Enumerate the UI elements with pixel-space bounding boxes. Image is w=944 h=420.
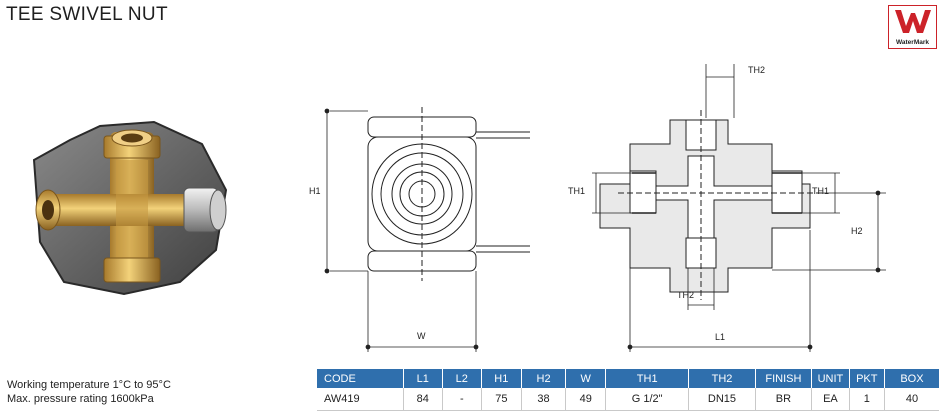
watermark-w-icon	[895, 10, 931, 33]
table-cell: 38	[521, 388, 567, 411]
table-cell: DN15	[688, 388, 756, 411]
table-cell: AW419	[317, 388, 405, 411]
column-header: FINISH	[755, 369, 813, 388]
pressure-note: Max. pressure rating 1600kPa	[7, 393, 154, 405]
column-header: H2	[521, 369, 567, 388]
column-header: TH2	[688, 369, 756, 388]
th1-right-label: TH1	[812, 186, 829, 196]
l1-label: L1	[715, 332, 725, 342]
front-view	[367, 107, 530, 281]
table-row: AW419 84 - 75 38 49 G 1/2" DN15 BR EA 1 …	[317, 388, 939, 411]
th2-bottom-dimension	[687, 268, 715, 310]
table-cell: 75	[481, 388, 522, 411]
th2-top-dimension	[705, 64, 735, 118]
column-header: BOX	[884, 369, 939, 388]
w-label: W	[417, 331, 426, 341]
column-header: W	[565, 369, 606, 388]
h2-label: H2	[851, 226, 863, 236]
technical-drawing: H1 W TH2 TH1 TH1 H2 TH2	[309, 64, 886, 352]
table-header-row: CODE L1 L2 H1 H2 W TH1 TH2 FINISH UNIT P…	[317, 369, 939, 388]
column-header: CODE	[317, 369, 405, 388]
watermark-label: WaterMark	[896, 39, 929, 46]
table-cell: 1	[849, 388, 885, 411]
table-cell: BR	[755, 388, 813, 411]
product-photo	[32, 120, 228, 296]
watermark-logo: WaterMark	[888, 5, 937, 49]
notes: Working temperature 1°C to 95°C Max. pre…	[7, 378, 171, 406]
h2-dimension	[772, 190, 886, 273]
table-cell: EA	[811, 388, 850, 411]
column-header: TH1	[605, 369, 690, 388]
h1-dimension	[324, 108, 368, 274]
th1-left-label: TH1	[568, 186, 585, 196]
page-title: TEE SWIVEL NUT	[6, 4, 168, 25]
column-header: L1	[403, 369, 443, 388]
th2-bottom-label: TH2	[677, 290, 694, 300]
table-cell: 84	[403, 388, 443, 411]
l1-dimension	[627, 230, 813, 352]
table-cell: 40	[884, 388, 939, 411]
table-cell: 49	[565, 388, 606, 411]
spec-table: CODE L1 L2 H1 H2 W TH1 TH2 FINISH UNIT P…	[317, 369, 939, 411]
table-cell: -	[442, 388, 483, 411]
th2-top-label: TH2	[748, 65, 765, 75]
temperature-note: Working temperature 1°C to 95°C	[7, 379, 171, 391]
column-header: H1	[481, 369, 522, 388]
w-dimension	[365, 271, 479, 352]
column-header: PKT	[849, 369, 885, 388]
column-header: L2	[442, 369, 483, 388]
table-cell: G 1/2"	[605, 388, 690, 411]
column-header: UNIT	[811, 369, 850, 388]
section-view	[599, 110, 822, 300]
th1-left-dimension	[592, 172, 634, 214]
h1-label: H1	[309, 186, 321, 196]
